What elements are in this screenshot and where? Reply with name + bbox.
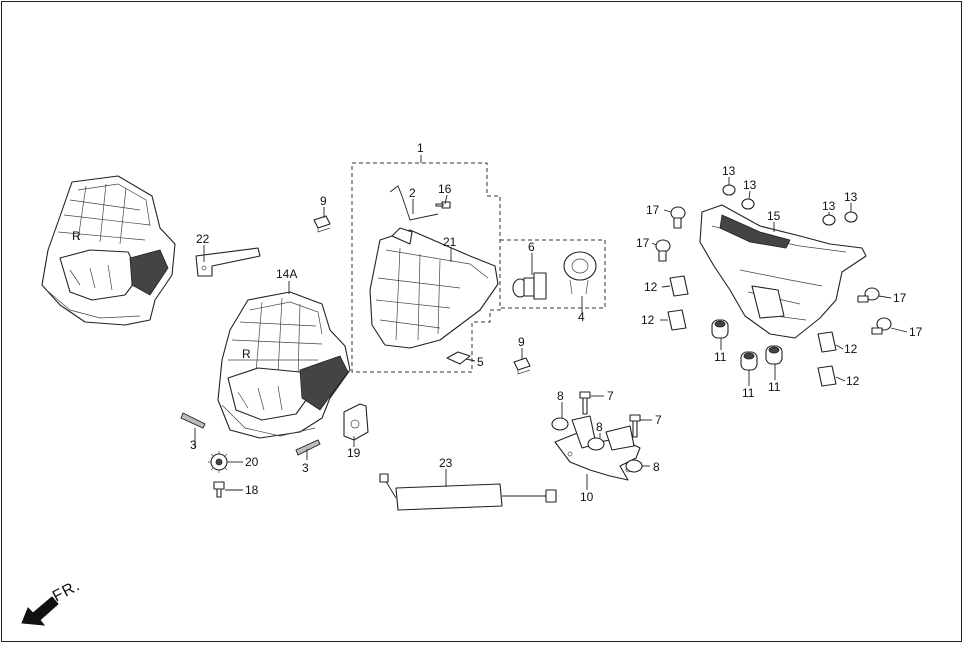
part-16-screw: [435, 201, 451, 209]
callout-11a: 11: [714, 350, 727, 364]
part-22-stay: [195, 247, 261, 277]
part-7-bolt-lower: [629, 414, 641, 438]
callout-1: 1: [417, 141, 424, 155]
front-arrow-icon: [21, 596, 59, 626]
callout-13d: 13: [844, 190, 858, 204]
part-3-tape-right: [295, 439, 321, 456]
front-cowl-14a: R: [217, 291, 351, 439]
callout-12d: 12: [846, 374, 860, 388]
part-5-nut: [446, 351, 471, 365]
callout-13c: 13: [822, 199, 836, 213]
part-20-nut: [208, 451, 230, 473]
part-4-socket: [563, 251, 597, 295]
callout-3a: 3: [190, 438, 197, 452]
callout-11b: 11: [742, 386, 755, 400]
callout-labels: 1 2 3 3 4 5 6 7 7 8 8 8 9 9 10 11 11 11 …: [190, 141, 923, 504]
leader-lines: [194, 155, 908, 491]
callout-22: 22: [196, 232, 210, 246]
callout-18: 18: [245, 483, 259, 497]
part-10-bracket: [554, 415, 641, 481]
callout-8b: 8: [596, 420, 603, 434]
part-18-bolt: [213, 481, 225, 498]
callout-6: 6: [528, 240, 535, 254]
callout-12c: 12: [844, 342, 858, 356]
part-12-clips: [667, 275, 837, 387]
headlight-lens-21: [369, 227, 499, 349]
front-direction-label: FR.: [50, 577, 83, 606]
callout-17a: 17: [646, 203, 660, 217]
svg-text:R: R: [242, 347, 251, 361]
part-8-grommets: [551, 417, 643, 473]
callout-12a: 12: [644, 280, 658, 294]
part-9-clip-upper: [313, 215, 331, 233]
part-15-headlight-frame: [699, 204, 867, 339]
callout-9a: 9: [320, 194, 327, 208]
callout-2: 2: [409, 186, 416, 200]
callout-3b: 3: [302, 461, 309, 475]
callout-7a: 7: [607, 389, 614, 403]
callout-8a: 8: [557, 389, 564, 403]
bulb-socket-group-outline: [500, 239, 606, 309]
callout-17c: 17: [893, 291, 907, 305]
part-7-bolt-upper: [579, 391, 591, 415]
callout-8c: 8: [653, 460, 660, 474]
part-6-bulb: [512, 272, 547, 300]
callout-5: 5: [477, 355, 484, 369]
part-2-spring-clip: [389, 185, 439, 221]
cowl-logo-mark: R: [72, 229, 81, 243]
callout-13b: 13: [743, 178, 757, 192]
callout-17d: 17: [909, 325, 923, 339]
part-13-nuts: [722, 184, 858, 226]
part-9-clip-lower: [513, 357, 531, 375]
callout-16: 16: [438, 182, 452, 196]
front-cowl-upper: R: [41, 175, 176, 326]
part-11-grommets: [711, 319, 783, 371]
callout-17b: 17: [636, 236, 650, 250]
callout-9b: 9: [518, 335, 525, 349]
part-23-wire-harness: [379, 473, 557, 511]
callout-12b: 12: [641, 313, 655, 327]
callout-23: 23: [439, 456, 453, 470]
front-direction-indicator: FR.: [21, 577, 83, 626]
callout-10: 10: [580, 490, 594, 504]
callout-7b: 7: [655, 413, 662, 427]
callout-11c: 11: [768, 380, 781, 394]
callout-13a: 13: [722, 164, 736, 178]
callout-20: 20: [245, 455, 259, 469]
callout-21: 21: [443, 235, 457, 249]
part-19-bracket: [343, 403, 369, 441]
part-17-bolts: [655, 206, 892, 335]
callout-14a: 14A: [276, 267, 297, 281]
part-3-tape-left: [180, 412, 206, 429]
callout-4: 4: [578, 310, 585, 324]
callout-19: 19: [347, 446, 361, 460]
callout-15: 15: [767, 209, 781, 223]
headlight-assembly-group-outline: [351, 162, 501, 373]
